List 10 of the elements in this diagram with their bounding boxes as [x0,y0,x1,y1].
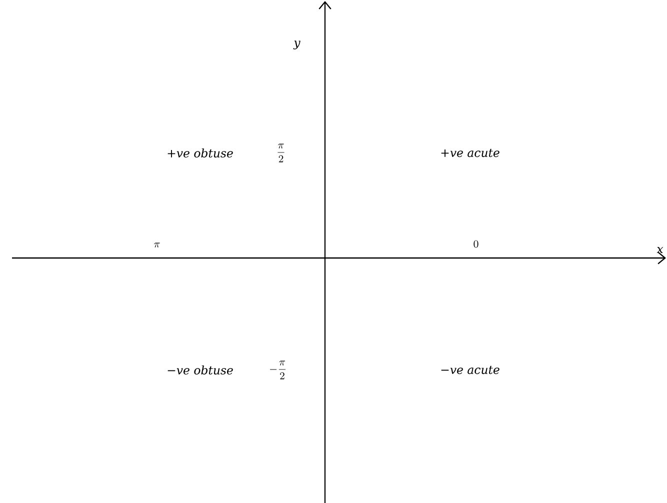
quadrant-label: +ve obtuse [168,148,233,158]
angle-label: $\pi$ [154,242,160,248]
quadrant-label: −ve acute [441,366,500,374]
angle-label: $0$ [474,240,478,248]
quadrant-label: +ve acute [441,148,500,158]
axis-label: y [293,40,300,50]
axis-label: x [656,246,664,254]
quadrant-label: −ve obtuse [168,365,233,375]
angle-label: $\frac{\pi}{2}$ [278,144,284,162]
angle-label: $-\frac{\pi}{2}$ [270,360,286,380]
